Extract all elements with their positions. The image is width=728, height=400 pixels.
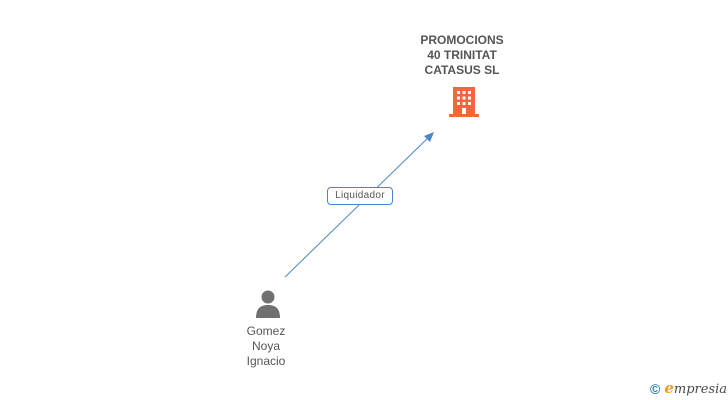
company-name-line: PROMOCIONS [420, 33, 504, 47]
person-icon[interactable] [253, 288, 283, 318]
arrow-head-icon [424, 132, 434, 142]
copyright-icon: © [650, 381, 661, 397]
person-name-line: Noya [251, 339, 280, 353]
brand-rest: mpresia [673, 382, 728, 397]
company-name-line: CATASUS SL [424, 63, 500, 77]
person-name-line: Gomez [246, 324, 286, 338]
company-name-line: 40 TRINITAT [427, 48, 497, 62]
brand-logo: © empresia [650, 380, 727, 398]
person-name-line: Ignacio [246, 354, 286, 368]
relation-line [284, 133, 433, 278]
person-name[interactable]: Gomez Noya Ignacio [216, 324, 316, 369]
brand-initial: e [664, 379, 674, 397]
brand-name: empresia [664, 381, 727, 397]
relation-label[interactable]: Liquidador [327, 187, 393, 205]
building-icon[interactable] [447, 84, 481, 118]
company-name[interactable]: PROMOCIONS 40 TRINITAT CATASUS SL [392, 33, 532, 78]
